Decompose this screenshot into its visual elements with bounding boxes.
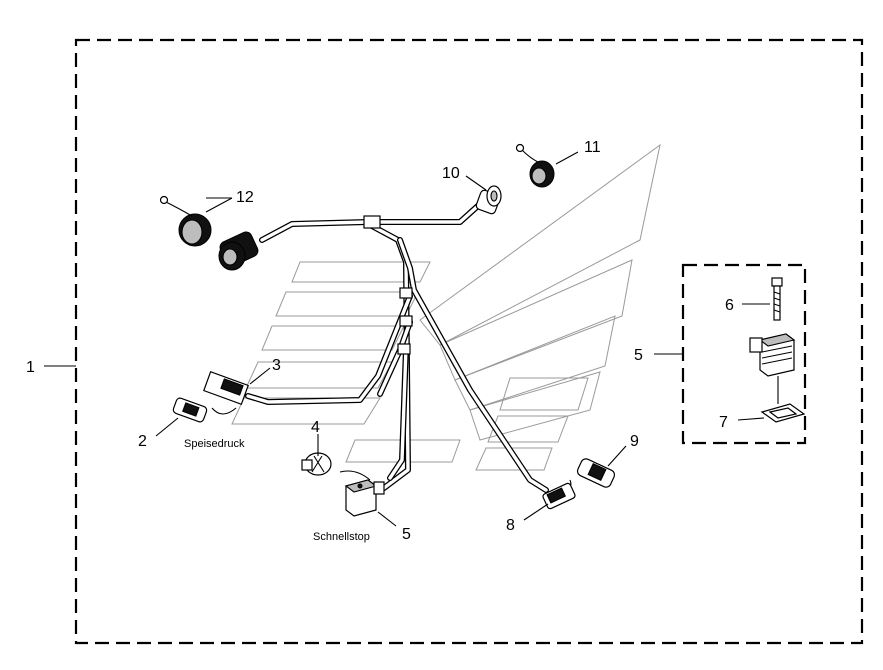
callout-2: 2 [138, 433, 147, 450]
sensor-4-icon [301, 452, 332, 476]
connector-8-icon [542, 482, 576, 510]
callout-6: 6 [725, 297, 734, 314]
leader-lines [44, 151, 770, 527]
cable-harness [211, 201, 572, 497]
callout-3: 3 [272, 357, 281, 374]
callout-12: 12 [236, 189, 254, 206]
callout-10: 10 [442, 165, 460, 182]
connector-10-icon [475, 185, 502, 215]
solenoid-detail-icon [749, 333, 796, 404]
callout-5-main: 5 [402, 526, 411, 543]
callout-1: 1 [26, 359, 35, 376]
callout-5-detail: 5 [634, 347, 643, 364]
callout-9: 9 [630, 433, 639, 450]
connector-3-icon [203, 370, 249, 406]
screw-6-icon [771, 277, 783, 321]
connector-12-icon [159, 195, 259, 271]
callout-7: 7 [719, 414, 728, 431]
plug-2-icon [172, 397, 208, 423]
seal-7-icon [760, 403, 806, 423]
solenoid-5-icon [344, 479, 385, 517]
assembly-frame [74, 38, 864, 645]
callout-8: 8 [506, 517, 515, 534]
connector-9-icon [576, 458, 616, 488]
watermark-logo [231, 143, 661, 471]
cap-11-icon [515, 143, 555, 188]
callout-4: 4 [311, 419, 320, 436]
callout-11: 11 [584, 139, 601, 156]
label-schnellstop: Schnellstop [313, 531, 370, 543]
label-speisedruck: Speisedruck [184, 438, 245, 450]
